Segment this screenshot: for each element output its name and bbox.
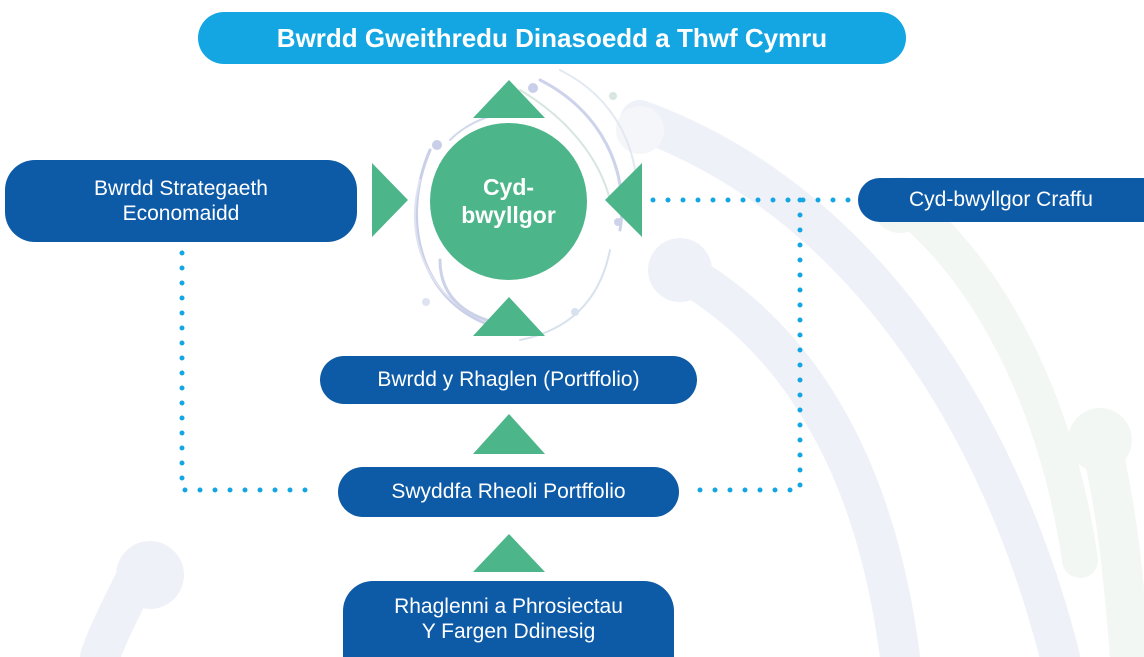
- portfolio-office-box: Swyddfa Rheoli Portffolio: [338, 467, 679, 517]
- arrow-up-to-top-board: [473, 80, 545, 118]
- portfolio-office-label: Swyddfa Rheoli Portffolio: [391, 480, 626, 503]
- swirl-dots: [422, 83, 622, 316]
- programme-board-label: Bwrdd y Rhaglen (Portffolio): [377, 368, 640, 391]
- connector-scrutiny-to-office: [692, 197, 803, 493]
- arrow-right-from-economic-board: [372, 163, 408, 237]
- joint-committee-line2: bwyllgor: [461, 201, 556, 228]
- programmes-line1: Rhaglenni a Phrosiectau: [394, 594, 623, 618]
- economic-board-box: Bwrdd Strategaeth Economaidd: [5, 160, 357, 242]
- scrutiny-committee-box: Cyd-bwyllgor Craffu: [858, 178, 1144, 222]
- top-board-box: Bwrdd Gweithredu Dinasoedd a Thwf Cymru: [198, 12, 906, 64]
- green-arrows: [372, 80, 642, 572]
- arrow-up-from-office: [473, 414, 545, 454]
- programme-board-box: Bwrdd y Rhaglen (Portffolio): [320, 356, 697, 404]
- arrow-up-from-programme-board: [473, 297, 545, 336]
- arrow-up-from-programmes: [473, 534, 545, 572]
- economic-board-line2: Economaidd: [122, 202, 240, 225]
- joint-committee-circle: Cyd- bwyllgor: [430, 123, 587, 280]
- programmes-box: Rhaglenni a Phrosiectau Y Fargen Ddinesi…: [343, 581, 674, 657]
- arrow-left-from-scrutiny: [605, 163, 642, 237]
- programmes-line2: Y Fargen Ddinesig: [421, 620, 596, 643]
- economic-board-line1: Bwrdd Strategaeth: [94, 176, 268, 200]
- top-board-label: Bwrdd Gweithredu Dinasoedd a Thwf Cymru: [276, 22, 828, 53]
- dotted-connectors: [179, 197, 851, 493]
- connector-economic-to-office: [179, 250, 323, 493]
- joint-committee-line1: Cyd-: [482, 173, 535, 200]
- scrutiny-committee-label: Cyd-bwyllgor Craffu: [908, 188, 1093, 211]
